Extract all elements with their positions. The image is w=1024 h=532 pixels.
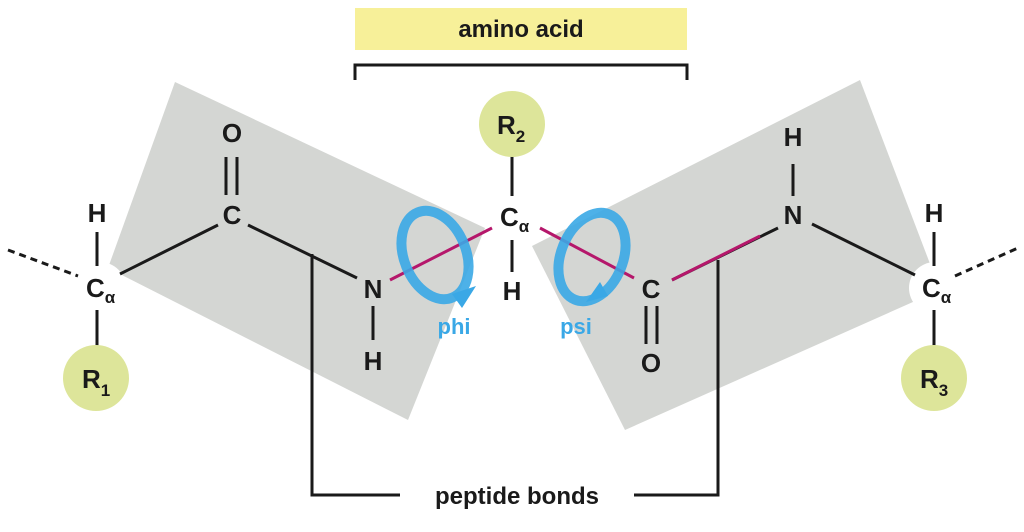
calpha-1-label: Cα [86,273,116,307]
hydrogen-n2: H [784,122,803,152]
bond-ca1-c1 [119,223,219,276]
r2-label: R2 [497,110,525,146]
peptide-bond-bracket [310,254,720,497]
phi-rotation-ring [396,205,474,305]
title-box [355,8,687,50]
psi-arrowhead [586,282,608,302]
calpha-3-label: Cα [922,273,952,307]
left-peptide-plane [108,82,485,420]
psi-label: psi [560,314,592,339]
bond-n2-ca3 [811,222,916,277]
carbon-2: C [642,274,661,304]
calpha-right-halo [909,262,961,314]
chain-continuation-right [954,246,1019,278]
psi-rotation-arrow-icon [553,207,631,307]
phi-label: phi [438,314,471,339]
calpha-center-halo [486,192,538,244]
carbon-1: C [223,200,242,230]
r3-group [901,345,967,411]
peptide-bonds-label: peptide bonds [435,483,599,510]
calpha-left-halo [74,262,126,314]
oxygen-2: O [641,348,661,378]
bond-c1-n1 [247,223,358,280]
psi-rotation-ring [553,207,631,307]
r2-group [479,91,545,157]
hydrogen-ca2: H [503,276,522,306]
hydrogen-ca1: H [88,198,107,228]
phi-rotation-arrow-icon [396,205,476,308]
right-peptide-plane [532,80,940,430]
title-label: amino acid [458,16,583,43]
calpha-2-label: Cα [500,202,530,236]
hydrogen-ca3: H [925,198,944,228]
phi-arrowhead [452,286,476,308]
chain-continuation-left [7,248,79,278]
peptide-bond-right-magenta [671,234,761,282]
r1-label: R1 [82,364,110,400]
r1-group [63,345,129,411]
nitrogen-2: N [784,200,803,230]
oxygen-1: O [222,118,242,148]
nitrogen-1: N [364,274,383,304]
r3-label: R3 [920,364,948,400]
amino-acid-bracket [353,63,689,80]
hydrogen-n1: H [364,346,383,376]
